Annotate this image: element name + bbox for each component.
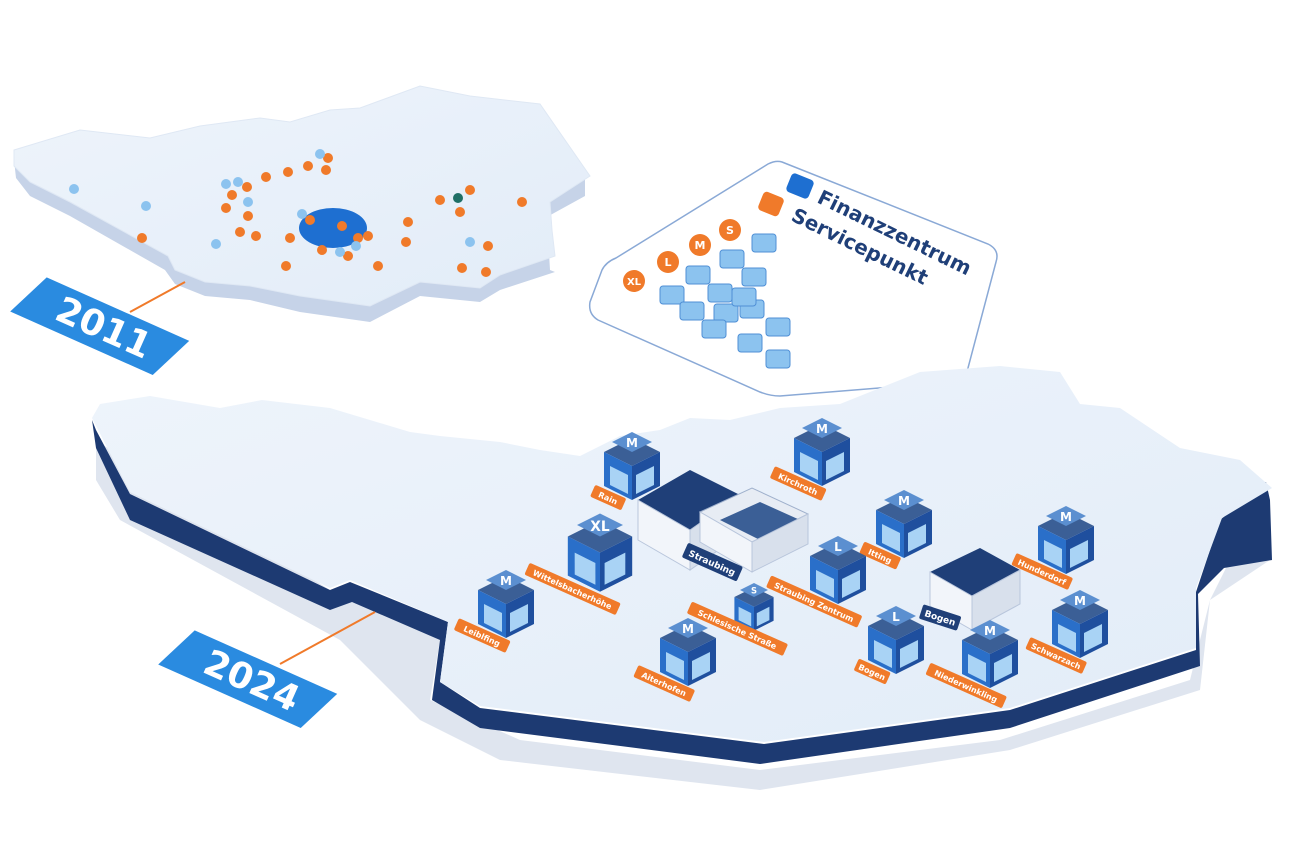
svg-text:L: L [664,256,671,269]
branch-size-badge: M [626,436,638,450]
branch-straubing-zentrum: L [810,536,866,604]
branch-bogen: L [868,606,924,674]
branch-itting: M [876,490,932,558]
service-icon-grid [659,233,791,369]
size-badge-s: S [719,219,741,241]
year-label-2024: 2024 [158,630,338,728]
building-bogen: Bogen [919,548,1021,631]
legend-card-bg [588,160,998,397]
map-2011-top [13,85,591,307]
branch-rain: M [604,432,660,500]
branch-size-badge: M [898,494,910,508]
branch-size-badge: M [682,622,694,636]
branch-schlesische-stra-e: S [734,583,774,631]
branch-size-badge: XL [590,519,610,535]
svg-text:XL: XL [627,277,642,288]
branch-wittelsbacherh-he: XL [567,513,633,592]
year-label-2011: 2011 [10,277,190,375]
connector-2024 [279,611,376,665]
year-2011-text: 2011 [49,289,157,367]
size-badge-xl: XL [623,270,645,292]
connector-2011 [129,281,186,313]
branch-aiterhofen: M [660,618,716,686]
branch-size-badge: L [834,540,842,554]
branch-size-badge: L [892,610,900,624]
branch-markers: MRainMKirchrothMIttingMHunderdorfXLWitte… [454,418,1108,708]
branch-size-badge: M [1074,594,1086,608]
legend-finanzzentrum-swatch [786,173,814,199]
legend-servicepunkt-swatch [758,191,784,217]
size-badge-l: L [657,251,679,273]
map-2024 [92,366,1272,790]
other-dots [69,149,475,257]
svg-text:M: M [695,239,706,252]
year-2024-text: 2024 [197,642,305,720]
branch-kirchroth: M [794,418,850,486]
branch-size-badge: M [1060,510,1072,524]
legend-card: Finanzzentrum Servicepunkt S M L XL [588,160,998,397]
servicepunkt-dots [137,153,527,277]
building-straubing: Straubing [637,470,810,581]
size-badge-m: M [689,234,711,256]
branch-size-badge: M [984,624,996,638]
finanzzentrum-marker [299,208,367,248]
branch-leiblfing: M [478,570,534,638]
branch-size-badge: S [751,586,757,596]
map-2024-side [92,420,1272,764]
branch-size-badge: M [500,574,512,588]
branch-niederwinkling: M [962,620,1018,688]
map-2011 [13,85,591,322]
svg-text:S: S [726,224,734,237]
branch-schwarzach: M [1052,590,1108,658]
size-badges: S M L XL [623,219,741,292]
branch-size-badge: M [816,422,828,436]
branch-hunderdorf: M [1038,506,1094,574]
teal-dot [453,193,463,203]
map-2024-shadow [96,440,1270,790]
